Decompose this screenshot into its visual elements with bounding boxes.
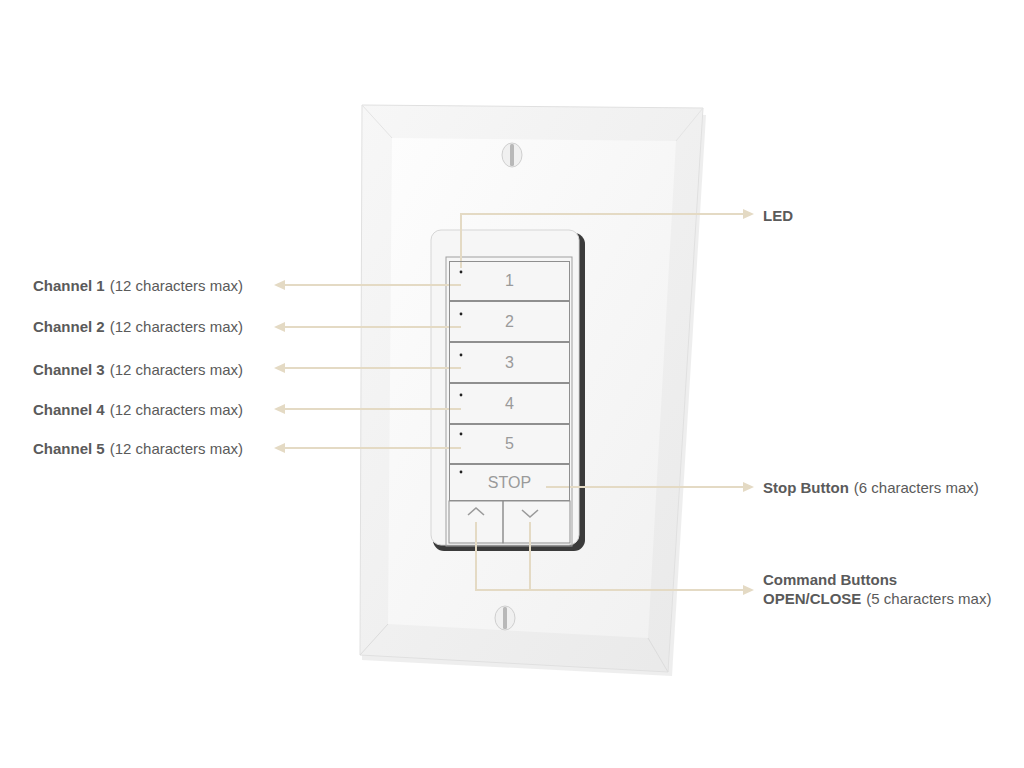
channel-button: 2 — [449, 301, 570, 342]
callout-label: Command Buttons — [763, 571, 897, 588]
callout-label: Stop Button — [763, 479, 849, 496]
button-label: 2 — [505, 313, 514, 331]
label-row: LED — [763, 207, 793, 224]
label-row: Channel 5 (12 characters max) — [33, 440, 243, 457]
leader-line — [284, 214, 744, 590]
button-label: 5 — [505, 435, 514, 453]
button-label: 4 — [505, 395, 514, 413]
leader-arrowhead — [274, 209, 754, 595]
screw — [502, 143, 522, 167]
label-row: Channel 1 (12 characters max) — [33, 277, 243, 294]
close-button — [503, 501, 570, 543]
label-row: Channel 2 (12 characters max) — [33, 318, 243, 335]
open-chevron — [468, 508, 484, 515]
channel-label: Channel 3 — [33, 361, 105, 378]
character-limit: (6 characters max) — [854, 479, 979, 496]
bevel-edge — [648, 638, 668, 672]
label-row: Stop Button (6 characters max) — [763, 479, 979, 496]
channel-button: 5 — [449, 424, 570, 464]
channel-label: Channel 1 — [33, 277, 105, 294]
button-label: 1 — [505, 272, 514, 290]
channel-label: Channel 5 — [33, 440, 105, 457]
screw — [495, 606, 515, 630]
label-row: OPEN/CLOSE (5 characters max) — [763, 590, 991, 607]
channel-button: 1 — [449, 261, 570, 301]
stop-button: STOP — [449, 464, 570, 501]
character-limit: (12 characters max) — [110, 318, 243, 335]
label-row: Channel 4 (12 characters max) — [33, 401, 243, 418]
channel-button: 3 — [449, 342, 570, 383]
character-limit: (5 characters max) — [866, 590, 991, 607]
bevel-edge — [360, 624, 388, 655]
character-limit: (12 characters max) — [110, 361, 243, 378]
button-label: STOP — [488, 474, 531, 492]
channel-button: 4 — [449, 383, 570, 424]
callout-label: OPEN/CLOSE — [763, 590, 861, 607]
keypad-face — [431, 230, 579, 545]
callout-label: LED — [763, 207, 793, 224]
character-limit: (12 characters max) — [110, 440, 243, 457]
label-row: Channel 3 (12 characters max) — [33, 361, 243, 378]
channel-label: Channel 2 — [33, 318, 105, 335]
bevel-edge — [676, 108, 703, 141]
close-chevron — [522, 510, 538, 517]
label-row: Command Buttons — [763, 571, 897, 588]
keypad-frame — [446, 257, 572, 546]
character-limit: (12 characters max) — [110, 401, 243, 418]
wall-plate — [360, 105, 703, 672]
channel-label: Channel 4 — [33, 401, 105, 418]
character-limit: (12 characters max) — [110, 277, 243, 294]
button-label: 3 — [505, 354, 514, 372]
bevel-edge — [362, 105, 392, 138]
